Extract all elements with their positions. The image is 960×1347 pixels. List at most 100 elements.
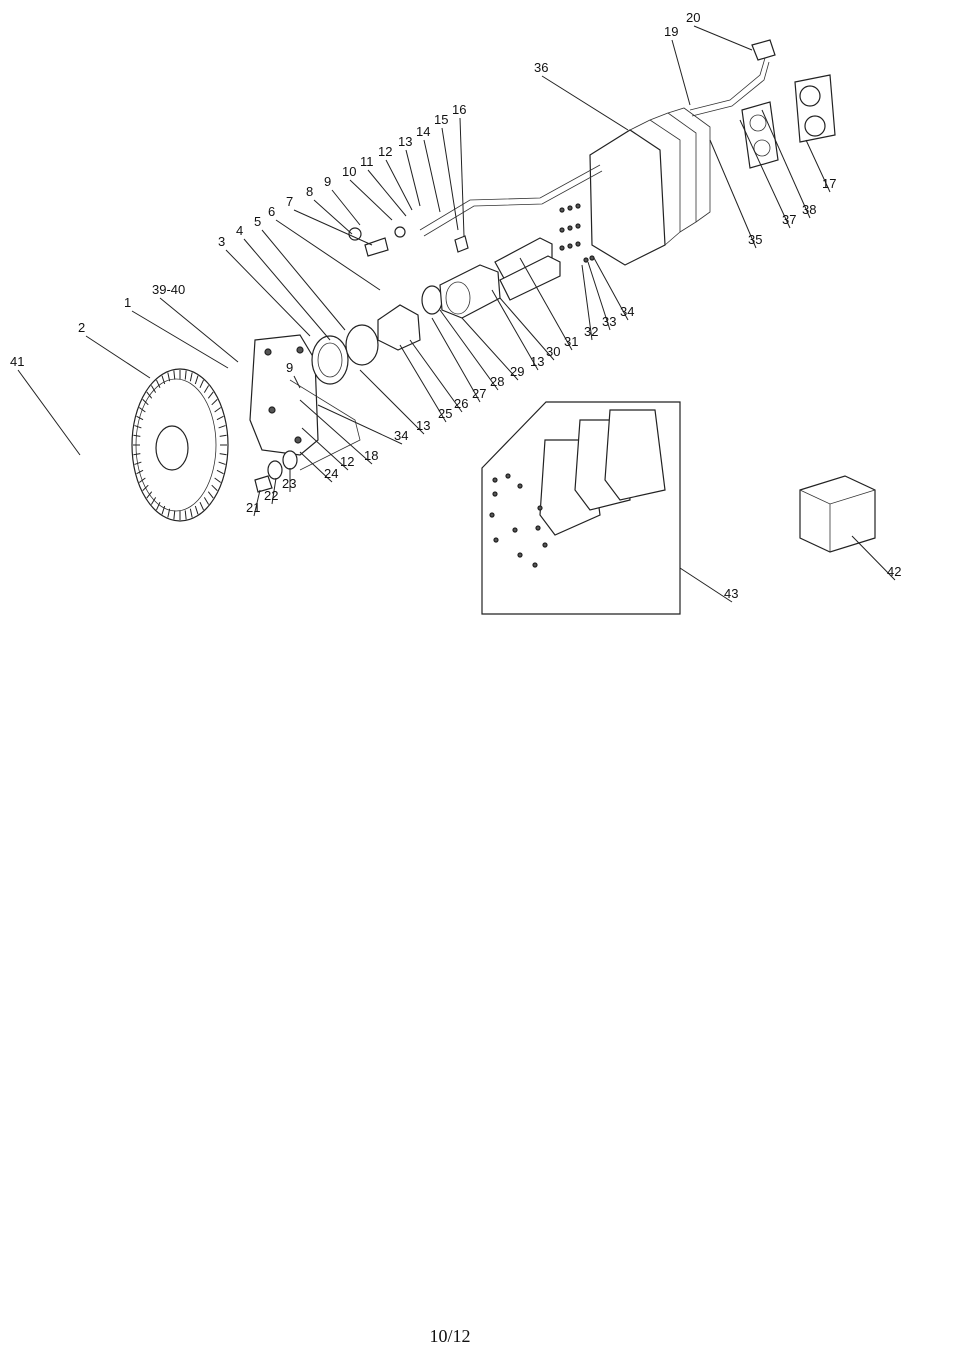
callout-29: 29 [510, 364, 524, 379]
callout-10: 10 [342, 164, 356, 179]
callout-9: 9 [324, 174, 331, 189]
callout-38: 38 [802, 202, 816, 217]
callout-25: 25 [438, 406, 452, 421]
callout-18: 18 [364, 448, 378, 463]
callout-24: 24 [324, 466, 338, 481]
callout-1: 1 [124, 295, 131, 310]
callout-3: 3 [218, 234, 225, 249]
leader-line-42 [851, 535, 896, 581]
grille-slot [142, 484, 149, 492]
grille-slot [167, 508, 171, 518]
back-plate [249, 334, 319, 456]
callout-8: 8 [306, 184, 313, 199]
leader-line-24 [299, 451, 333, 483]
grille-slot [214, 477, 222, 483]
grille-slot [189, 372, 193, 382]
callout-43: 43 [724, 586, 738, 601]
leader-line-6 [275, 219, 381, 291]
callout-2: 2 [78, 320, 85, 335]
callout-22: 22 [264, 488, 278, 503]
leader-line-25 [399, 344, 447, 423]
leader-line-4 [243, 238, 331, 341]
callout-42: 42 [887, 564, 901, 579]
leader-line-15 [441, 127, 459, 231]
leader-line-11 [367, 169, 407, 217]
grille-slot [207, 391, 214, 399]
callout-5: 5 [254, 214, 261, 229]
leader-line-2 [85, 335, 151, 379]
callout-28: 28 [490, 374, 504, 389]
leader-line-29 [461, 317, 519, 381]
callout-12: 12 [378, 144, 392, 159]
leader-line-7 [293, 209, 373, 246]
callout-41: 41 [10, 354, 24, 369]
leader-line-3 [225, 249, 311, 337]
grille-slot [211, 484, 218, 492]
seal-ring [421, 285, 443, 315]
callout-l_9b: 9 [286, 360, 293, 375]
grille-slot [161, 505, 166, 515]
nut [348, 227, 362, 241]
washer [394, 226, 406, 238]
tubes [494, 237, 561, 301]
callout-11: 11 [360, 154, 374, 169]
grille-slot [133, 453, 141, 456]
callout-30: 30 [546, 344, 560, 359]
pipe [419, 164, 601, 231]
leader-line-27 [431, 317, 481, 403]
grille-slot [167, 372, 171, 382]
callout-l_13b: 13 [416, 418, 430, 433]
leader-line-31 [519, 257, 573, 351]
leader-line-l_13b [359, 369, 425, 435]
grille-slot [142, 398, 149, 406]
grille-slot [161, 375, 166, 385]
grille-slot [219, 434, 227, 437]
grille-slot [216, 469, 224, 475]
grille-slot [146, 491, 153, 499]
leader-line-l_9b [293, 375, 301, 389]
fitting [364, 237, 389, 257]
callout-16: 16 [452, 102, 466, 117]
callout-4: 4 [236, 223, 243, 238]
leader-line-28 [439, 309, 499, 391]
grille-slot [194, 505, 199, 515]
heat-exchanger-housing [589, 107, 711, 266]
grille-slot [173, 370, 176, 380]
grille-slot [146, 391, 153, 399]
grille-slot [207, 491, 214, 499]
leader-line-36 [541, 75, 629, 131]
callout-37: 37 [782, 212, 796, 227]
leader-line-21 [253, 489, 261, 517]
leader-line-30 [499, 297, 555, 361]
leader-line-1 [131, 310, 229, 369]
grille-slot [134, 461, 142, 465]
grille-slot [184, 510, 187, 520]
sleeve [439, 264, 501, 319]
grille-slot [203, 385, 210, 393]
grille-slot [203, 497, 210, 505]
grille-slot [218, 425, 226, 429]
leader-line-33 [587, 261, 611, 331]
pipe-elbow [751, 39, 776, 61]
grille-slot [189, 508, 193, 518]
leader-line-34 [593, 257, 629, 321]
callout-33: 33 [602, 314, 616, 329]
grille-slot [214, 407, 222, 413]
leader-line-38 [761, 109, 811, 219]
leader-line-8 [313, 199, 353, 235]
grille-slot [173, 510, 176, 520]
leader-line-9 [331, 189, 361, 226]
callout-15: 15 [434, 112, 448, 127]
leader-line-26 [409, 339, 463, 413]
callout-19: 19 [664, 24, 678, 39]
callout-35: 35 [748, 232, 762, 247]
grille-slot [194, 375, 199, 385]
callout-21: 21 [246, 500, 260, 515]
leader-line-l_34b [317, 404, 403, 445]
page-number: 10/12 [429, 1326, 471, 1346]
grille-slot [216, 415, 224, 421]
grille-faceplate [131, 368, 229, 522]
grille-slot [134, 425, 142, 429]
callout-l_34b: 34 [394, 428, 408, 443]
callout-l_13c: 13 [530, 354, 544, 369]
